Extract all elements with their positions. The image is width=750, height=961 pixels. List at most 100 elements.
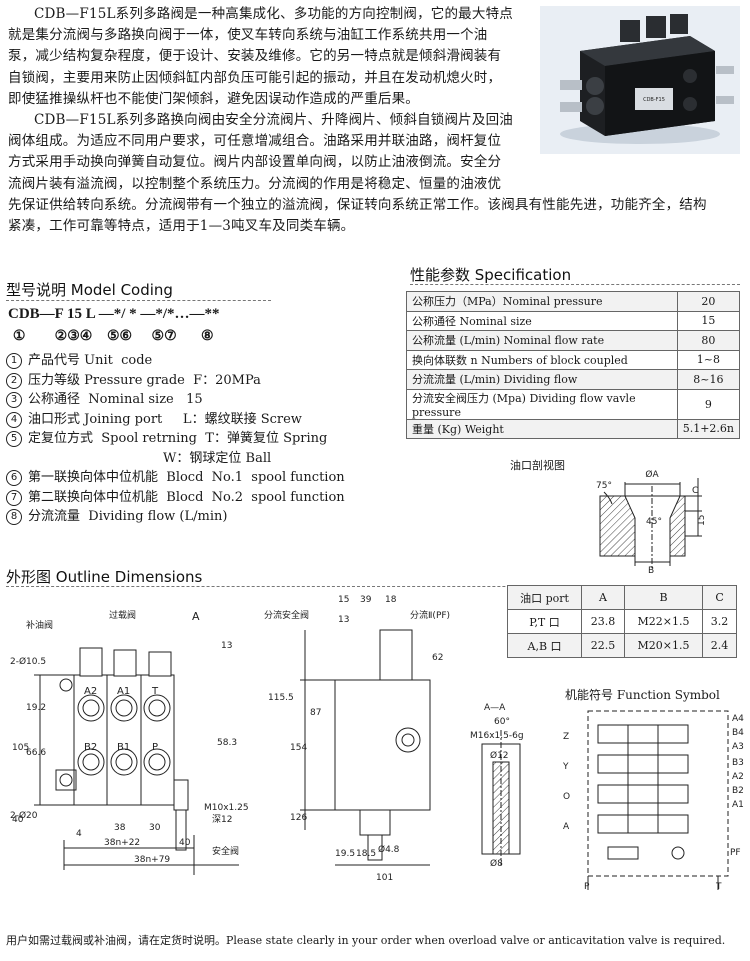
port-table-cell: 3.2 bbox=[702, 609, 737, 634]
legend-item: 4 油口形式 Joining port L：螺纹联接 Screw bbox=[6, 410, 345, 430]
legend-number: 3 bbox=[6, 392, 22, 408]
port-table-cell: 2.4 bbox=[702, 633, 737, 658]
svg-text:A2: A2 bbox=[84, 686, 97, 697]
svg-text:B2: B2 bbox=[732, 786, 744, 796]
spec-rule bbox=[410, 284, 740, 285]
svg-text:O: O bbox=[563, 792, 570, 802]
spec-label: 公称流量 (L/min) Nominal flow rate bbox=[406, 330, 678, 351]
svg-text:A—A: A—A bbox=[484, 703, 506, 713]
outline-title: 外形图 Outline Dimensions bbox=[6, 568, 203, 586]
spec-label: 分流流量 (L/min) Dividing flow bbox=[406, 369, 678, 390]
svg-text:13: 13 bbox=[221, 641, 232, 651]
legend-item: 2 压力等级 Pressure grade F：20MPa bbox=[6, 371, 345, 391]
svg-text:30: 30 bbox=[149, 823, 161, 833]
port-table-cell: M22×1.5 bbox=[623, 609, 704, 634]
product-photo: CDB-F15 bbox=[540, 6, 740, 154]
port-table-cell: 22.5 bbox=[581, 633, 625, 658]
svg-text:19.5: 19.5 bbox=[335, 849, 355, 859]
callout-divider-safety-valve: 分流安全阀 bbox=[264, 609, 309, 621]
svg-text:深12: 深12 bbox=[212, 814, 232, 825]
port-table-cell: 23.8 bbox=[581, 609, 625, 634]
port-table-cell: M20×1.5 bbox=[623, 633, 704, 658]
intro-line: 阀体组成。为适应不同用户要求，可任意增减组合。油路采用并联油路，阀杆复位 bbox=[8, 133, 502, 150]
model-coding-rule bbox=[6, 300, 271, 301]
spec-title: 性能参数 Specification bbox=[410, 266, 572, 284]
spec-value: 1~8 bbox=[676, 349, 741, 370]
spec-value: 80 bbox=[676, 330, 741, 351]
spec-value: 5.1+2.6n bbox=[676, 418, 741, 439]
intro-line: 方式采用手动换向弹簧自动复位。阀片内部设置单向阀，以防止油液倒流。安全分 bbox=[8, 154, 502, 171]
spec-value: 15 bbox=[676, 310, 741, 331]
legend-text: 定复位方式 Spool retrning T：弹簧复位 Spring bbox=[28, 431, 328, 446]
svg-text:39: 39 bbox=[360, 595, 372, 605]
legend-number: 8 bbox=[6, 509, 22, 525]
svg-text:45°: 45° bbox=[646, 517, 662, 527]
port-table-cell: A,B 口 bbox=[506, 633, 583, 658]
legend-text: 油口形式 Joining port L：螺纹联接 Screw bbox=[28, 411, 302, 427]
callout-overload-valve: 过载阀 bbox=[109, 609, 136, 621]
front-view-drawing: 补油阀 过载阀 2-Ø10.5 2-Ø20 M10x1.25 深12 安全阀 A… bbox=[10, 609, 249, 875]
svg-text:B4: B4 bbox=[732, 728, 744, 738]
legend-item: 6 第一联换向体中位机能 Blocd No.1 spool function bbox=[6, 468, 345, 488]
legend-number: 5 bbox=[6, 431, 22, 447]
svg-text:2-Ø10.5: 2-Ø10.5 bbox=[10, 656, 46, 667]
port-table-cell: C bbox=[702, 585, 737, 610]
svg-text:105: 105 bbox=[12, 743, 29, 753]
svg-text:B: B bbox=[648, 566, 654, 574]
legend-item: W：钢球定位 Ball bbox=[6, 449, 345, 469]
svg-text:38n+22: 38n+22 bbox=[104, 838, 140, 848]
spec-label: 重量 (Kg) Weight bbox=[406, 418, 678, 439]
legend-number: 2 bbox=[6, 372, 22, 389]
model-code: CDB—F 15 L —*/ * —*/*…—** bbox=[8, 306, 220, 322]
legend-text: 压力等级 Pressure grade F：20MPa bbox=[28, 372, 261, 388]
svg-text:18.5: 18.5 bbox=[356, 849, 376, 859]
legend-text: 分流流量 Dividing flow (L/min) bbox=[28, 509, 228, 524]
svg-text:B1: B1 bbox=[117, 742, 130, 753]
svg-text:Ø4.8: Ø4.8 bbox=[378, 844, 400, 855]
legend-text: 第一联换向体中位机能 Blocd No.1 spool function bbox=[28, 470, 345, 485]
svg-text:62: 62 bbox=[432, 653, 443, 663]
intro-text: CDB—F15L系列多路阀是一种高集成化、多功能的方向控制阀，它的最大特点就是集… bbox=[8, 4, 740, 237]
svg-text:M10x1.25: M10x1.25 bbox=[204, 803, 249, 813]
spec-label: 换向体联数 n Numbers of block coupled bbox=[406, 349, 678, 370]
port-table-cell: B bbox=[623, 585, 704, 610]
port-table-cell: A bbox=[581, 585, 625, 610]
svg-text:PF: PF bbox=[730, 848, 741, 858]
svg-text:P: P bbox=[584, 882, 590, 892]
svg-text:M16x1.5-6g: M16x1.5-6g bbox=[470, 731, 524, 741]
spec-value: 8~16 bbox=[676, 369, 741, 390]
side-view-drawing: 分流安全阀 分流Ⅱ(PF) Ø4.8 15 39 18 13 62 115.5 … bbox=[264, 595, 450, 883]
svg-text:115.5: 115.5 bbox=[268, 693, 294, 703]
model-code-numbers: ① ②③④ ⑤⑥ ⑤⑦ ⑧ bbox=[8, 328, 214, 344]
legend-number: 4 bbox=[6, 411, 22, 428]
svg-text:A1: A1 bbox=[117, 686, 130, 697]
spec-label: 公称压力（MPa）Nominal pressure bbox=[406, 291, 678, 312]
legend-number: 6 bbox=[6, 470, 22, 486]
spec-value: 9 bbox=[676, 388, 741, 420]
svg-text:4: 4 bbox=[76, 829, 82, 839]
svg-text:A1: A1 bbox=[732, 800, 744, 810]
svg-text:38: 38 bbox=[114, 823, 126, 833]
svg-text:87: 87 bbox=[310, 708, 321, 718]
photo-label: CDB-F15 bbox=[643, 97, 665, 103]
function-symbol-diagram: Z Y O A A4 B4 A3 B3 A2 B2 A1 PF P T bbox=[562, 710, 744, 892]
svg-text:126: 126 bbox=[290, 813, 307, 823]
svg-text:101: 101 bbox=[376, 873, 393, 883]
port-table-cell: 油口 port bbox=[506, 585, 583, 610]
svg-text:13: 13 bbox=[338, 615, 349, 625]
callout-refill-valve: 补油阀 bbox=[26, 619, 53, 631]
svg-text:B2: B2 bbox=[84, 742, 97, 753]
svg-text:15: 15 bbox=[697, 515, 707, 526]
svg-text:P: P bbox=[152, 742, 158, 753]
